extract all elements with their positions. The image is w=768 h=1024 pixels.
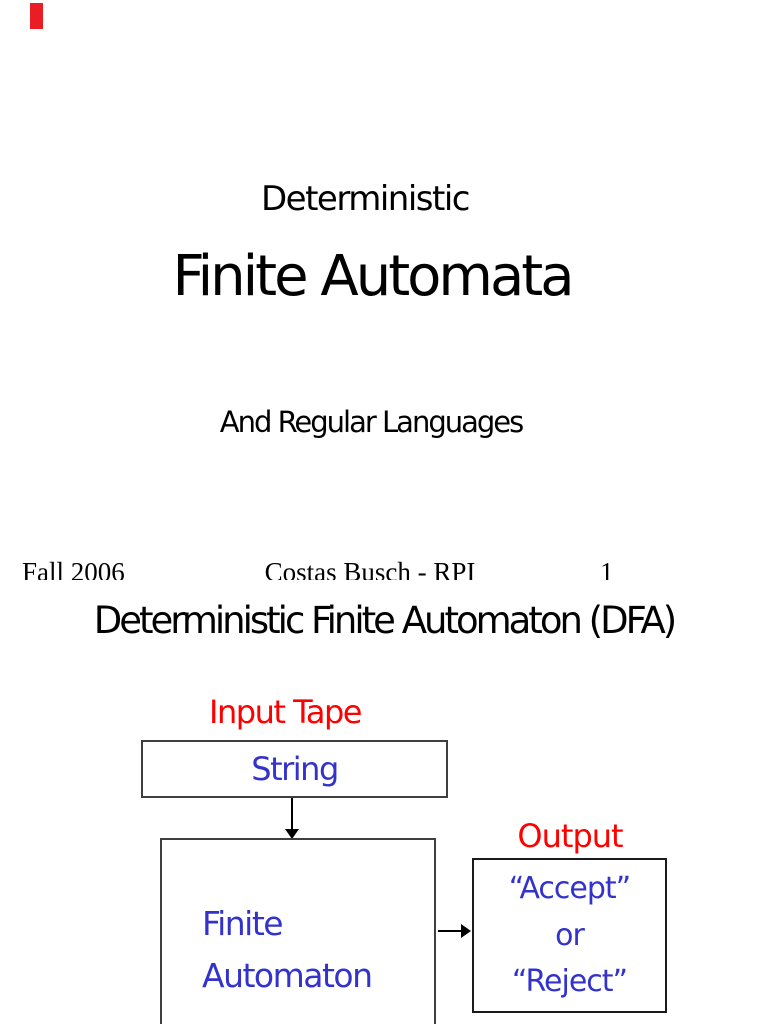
down-arrow-head-icon [285,829,299,839]
slide1-title-line1: Deterministic [261,179,470,219]
input-tape-label: Input Tape [209,693,362,731]
slide2-title: Deterministic Finite Automaton (DFA) [93,599,677,642]
string-box-label: String [251,750,339,788]
output-or-text: or [555,917,585,953]
output-accept-text: “Accept” [508,871,631,907]
footer-term: Fall 2006 [22,557,125,580]
down-arrow-line [291,798,293,829]
footer-page-number: 1 [600,557,614,580]
slide-1: Deterministic Finite Automata And Regula… [22,179,614,580]
slide1-title-line2: Finite Automata [172,244,574,309]
slide-2: Deterministic Finite Automaton (DFA) Inp… [0,580,768,1024]
footer-author: Costas Busch - RPI [264,557,476,580]
output-label: Output [517,817,623,855]
finite-automaton-box [160,838,436,1024]
red-bookmark-icon [30,3,43,29]
string-box: String [141,740,448,798]
finite-automaton-label-line2: Automaton [202,956,373,995]
finite-automaton-label-line1: Finite [202,904,284,943]
finite-automaton-label: Finite Automaton [202,898,373,1002]
output-box: “Accept” or “Reject” [472,858,667,1013]
output-reject-text: “Reject” [511,963,628,999]
right-arrow-line [438,930,462,932]
slide1-subtitle: And Regular Languages [219,405,525,439]
right-arrow-head-icon [461,924,471,938]
